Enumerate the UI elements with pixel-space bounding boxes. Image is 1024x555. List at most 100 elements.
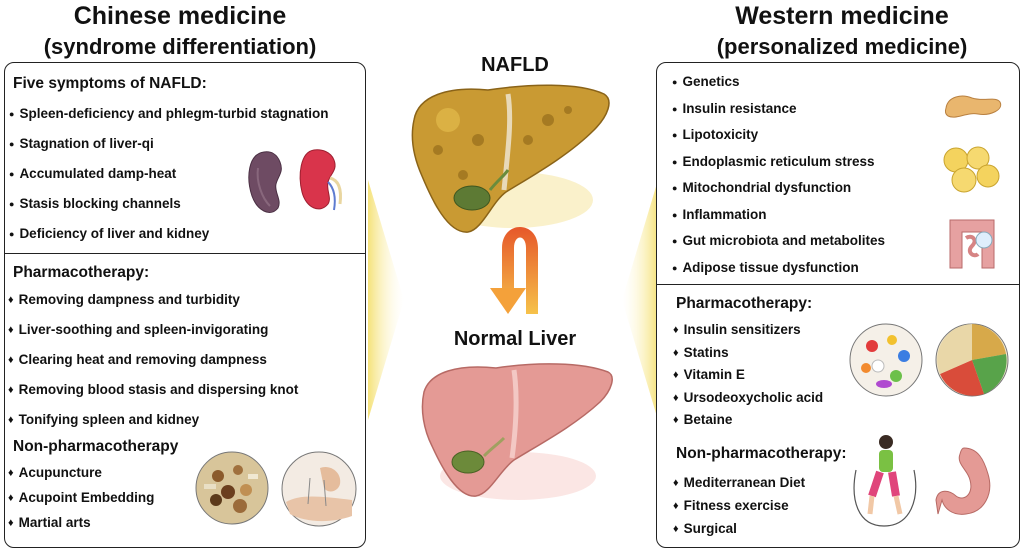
bullet-icon: ♦: [673, 369, 679, 381]
five-symptoms-heading: Five symptoms of NAFLD:: [13, 75, 207, 92]
left-nonpharma-item-label: Acupoint Embedding: [18, 490, 155, 505]
left-pharma-item: ♦ Tonifying spleen and kidney: [8, 412, 199, 427]
bullet-icon: ♦: [8, 294, 14, 306]
symptom-item-label: Stagnation of liver-qi: [19, 136, 154, 151]
left-title-line1: Chinese medicine: [73, 2, 287, 30]
stomach-illustration: [935, 447, 991, 515]
left-pharma-item: ♦ Liver-soothing and spleen-invigorating: [8, 322, 268, 337]
bullet-icon: ♦: [8, 324, 14, 336]
diseased-kidney-shape: [248, 151, 282, 213]
right-pharma-item: ♦ Ursodeoxycholic acid: [673, 390, 823, 405]
right-pharma-item: ♦Insulin sensitizers: [673, 322, 801, 337]
bullet-icon: ♦: [673, 414, 679, 426]
left-nonpharma-item-label: Martial arts: [18, 515, 91, 530]
jump-rope-figure: [853, 435, 917, 527]
left-pharma-heading: Pharmacotherapy:: [13, 264, 150, 281]
factor-item: ● Adipose tissue dysfunction: [672, 260, 859, 275]
normal-liver-illustration: [421, 363, 613, 500]
bullet-icon: ●: [9, 139, 15, 149]
right-nonpharma-heading: Non-pharmacotherapy:: [676, 445, 847, 462]
left-pharma-item-label: Removing blood stasis and dispersing kno…: [18, 382, 299, 397]
cycle-arrow-icon: [490, 227, 538, 314]
bullet-icon: ●: [672, 103, 678, 114]
left-title-line2: (syndrome differentiation): [43, 34, 317, 59]
symptom-item: ● Deficiency of liver and kidney: [9, 226, 209, 241]
left-nonpharma-heading: Non-pharmacotherapy: [13, 438, 179, 455]
right-nonpharma-item-label: Fitness exercise: [683, 498, 789, 513]
pills-photo: [849, 323, 923, 397]
left-pharma-item-label: Liver-soothing and spleen-invigorating: [18, 322, 269, 337]
bullet-icon: ●: [9, 169, 15, 179]
right-pharma-item: ♦Statins: [673, 345, 729, 360]
right-pharma-item-label: Ursodeoxycholic acid: [683, 389, 824, 405]
factor-item-label: Gut microbiota and metabolites: [682, 233, 885, 248]
bullet-icon: ●: [9, 109, 15, 119]
right-nonpharma-item: ♦Mediterranean Diet: [673, 475, 805, 490]
left-glow-arrow: [368, 180, 404, 420]
right-pharma-item: ♦ Betaine: [673, 412, 732, 427]
factor-item-label: Genetics: [682, 74, 740, 89]
factor-item-label: Adipose tissue dysfunction: [682, 259, 859, 275]
bullet-icon: ♦: [8, 517, 14, 529]
right-pharma-item: ♦ Vitamin E: [673, 367, 745, 382]
bullet-icon: ●: [9, 199, 15, 209]
left-nonpharma-item: ♦ Acupoint Embedding: [8, 490, 154, 505]
left-pharma-item-label: Removing dampness and turbidity: [18, 292, 240, 307]
bullet-icon: ♦: [8, 354, 14, 366]
factor-item: ●Genetics: [672, 74, 739, 89]
left-pharma-item-label: Tonifying spleen and kidney: [18, 412, 200, 427]
symptom-item: ● Accumulated damp-heat: [9, 166, 176, 181]
normal-liver-label: Normal Liver: [453, 328, 577, 350]
bullet-icon: ♦: [673, 324, 679, 336]
left-divider: [4, 253, 366, 254]
factor-item: ● Insulin resistance: [672, 101, 796, 116]
kidney-illustration: [248, 149, 342, 213]
fatty-liver-illustration: [411, 84, 610, 233]
right-title-line2: (personalized medicine): [716, 34, 968, 59]
right-nonpharma-item: ♦Fitness exercise: [673, 498, 789, 513]
adipocytes-illustration: [943, 146, 1000, 193]
right-nonpharma-item-label: Surgical: [683, 521, 737, 536]
right-nonpharma-item: ♦ Surgical: [673, 521, 737, 536]
factor-item: ● Mitochondrial dysfunction: [672, 180, 851, 195]
left-pharma-item: ♦ Removing blood stasis and dispersing kn…: [8, 382, 298, 397]
factor-item: ● Lipotoxicity: [672, 127, 758, 142]
factor-item-label: Inflammation: [682, 206, 767, 222]
left-nonpharma-item: ♦Acupuncture: [8, 465, 102, 480]
bullet-icon: ♦: [8, 492, 14, 504]
factor-item: ●Endoplasmic reticulum stress: [672, 154, 875, 169]
bullet-icon: ♦: [8, 414, 14, 426]
symptom-item: ● Spleen-deficiency and phlegm-turbid sta…: [9, 106, 328, 121]
symptom-item-label: Stasis blocking channels: [19, 196, 181, 211]
factor-item-label: Mitochondrial dysfunction: [682, 180, 852, 195]
symptom-item-label: Accumulated damp-heat: [19, 166, 177, 181]
symptom-item-label: Spleen-deficiency and phlegm-turbid stag…: [19, 106, 329, 121]
western-medicine-panel: [656, 62, 1020, 548]
bullet-icon: ●: [672, 130, 678, 140]
right-divider: [656, 284, 1020, 285]
intestine-illustration: [949, 219, 995, 269]
factor-item-label: Insulin resistance: [682, 100, 797, 116]
symptom-item-label: Deficiency of liver and kidney: [19, 226, 210, 241]
bullet-icon: ♦: [8, 467, 14, 479]
bullet-icon: ●: [672, 236, 678, 246]
factor-item-label: Lipotoxicity: [682, 127, 759, 142]
healthy-food-photo: [935, 323, 1009, 397]
right-pharma-item-label: Betaine: [683, 412, 733, 427]
left-pharma-item: ♦ Removing dampness and turbidity: [8, 292, 240, 307]
bullet-icon: ♦: [8, 384, 14, 396]
pancreas-illustration: [944, 95, 1002, 118]
right-glow-arrow: [622, 180, 658, 420]
right-pharma-heading: Pharmacotherapy:: [676, 295, 813, 312]
bullet-icon: ●: [9, 229, 15, 239]
factor-item: ●Inflammation: [672, 207, 766, 222]
bullet-icon: ♦: [673, 391, 679, 404]
bullet-icon: ●: [672, 262, 678, 273]
bullet-icon: ♦: [673, 523, 679, 535]
nafld-label: NAFLD: [481, 54, 549, 76]
right-pharma-item-label: Vitamin E: [683, 367, 745, 382]
bullet-icon: ●: [672, 183, 678, 193]
factor-item-label: Endoplasmic reticulum stress: [682, 153, 875, 169]
left-pharma-item-label: Clearing heat and removing dampness: [18, 352, 267, 367]
symptom-item: ● Stasis blocking channels: [9, 196, 181, 211]
